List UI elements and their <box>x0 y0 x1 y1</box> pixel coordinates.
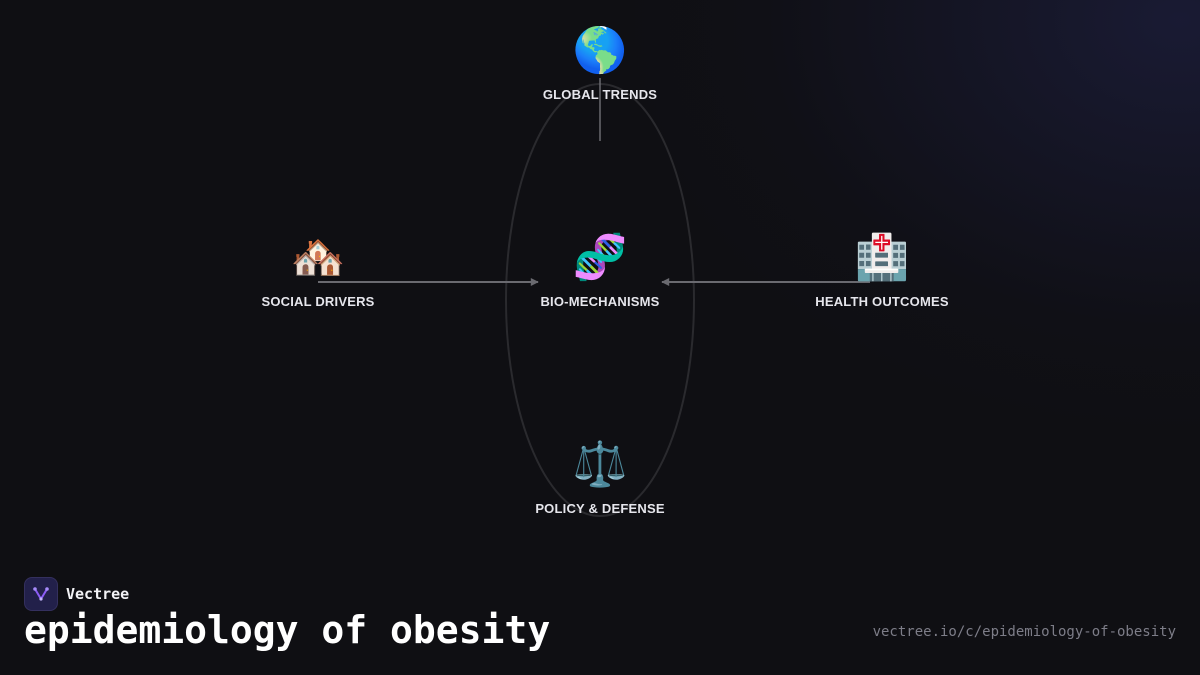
node-social-drivers[interactable]: 🏘️ SOCIAL DRIVERS <box>198 232 438 309</box>
brand[interactable]: Vectree <box>24 577 129 611</box>
node-bio-mechanisms[interactable]: 🧬 BIO-MECHANISMS <box>480 232 720 309</box>
page-title: epidemiology of obesity <box>24 608 551 652</box>
dna-icon: 🧬 <box>572 233 628 282</box>
globe-icon: 🌎 <box>572 26 628 75</box>
vectree-logo-icon <box>24 577 58 611</box>
node-label: BIO-MECHANISMS <box>540 294 660 309</box>
node-label: HEALTH OUTCOMES <box>815 294 949 309</box>
brand-name: Vectree <box>66 585 130 603</box>
houses-icon: 🏘️ <box>290 233 346 282</box>
node-label: POLICY & DEFENSE <box>535 501 665 516</box>
node-policy-defense[interactable]: ⚖️ POLICY & DEFENSE <box>480 439 720 516</box>
node-global-trends[interactable]: 🌎 GLOBAL TRENDS <box>480 25 720 102</box>
balance-scale-icon: ⚖️ <box>572 440 628 489</box>
node-health-outcomes[interactable]: 🏥 HEALTH OUTCOMES <box>762 232 1002 309</box>
page-url[interactable]: vectree.io/c/epidemiology-of-obesity <box>872 624 1176 640</box>
node-label: SOCIAL DRIVERS <box>261 294 375 309</box>
hospital-icon: 🏥 <box>854 233 910 282</box>
node-label: GLOBAL TRENDS <box>542 87 658 102</box>
